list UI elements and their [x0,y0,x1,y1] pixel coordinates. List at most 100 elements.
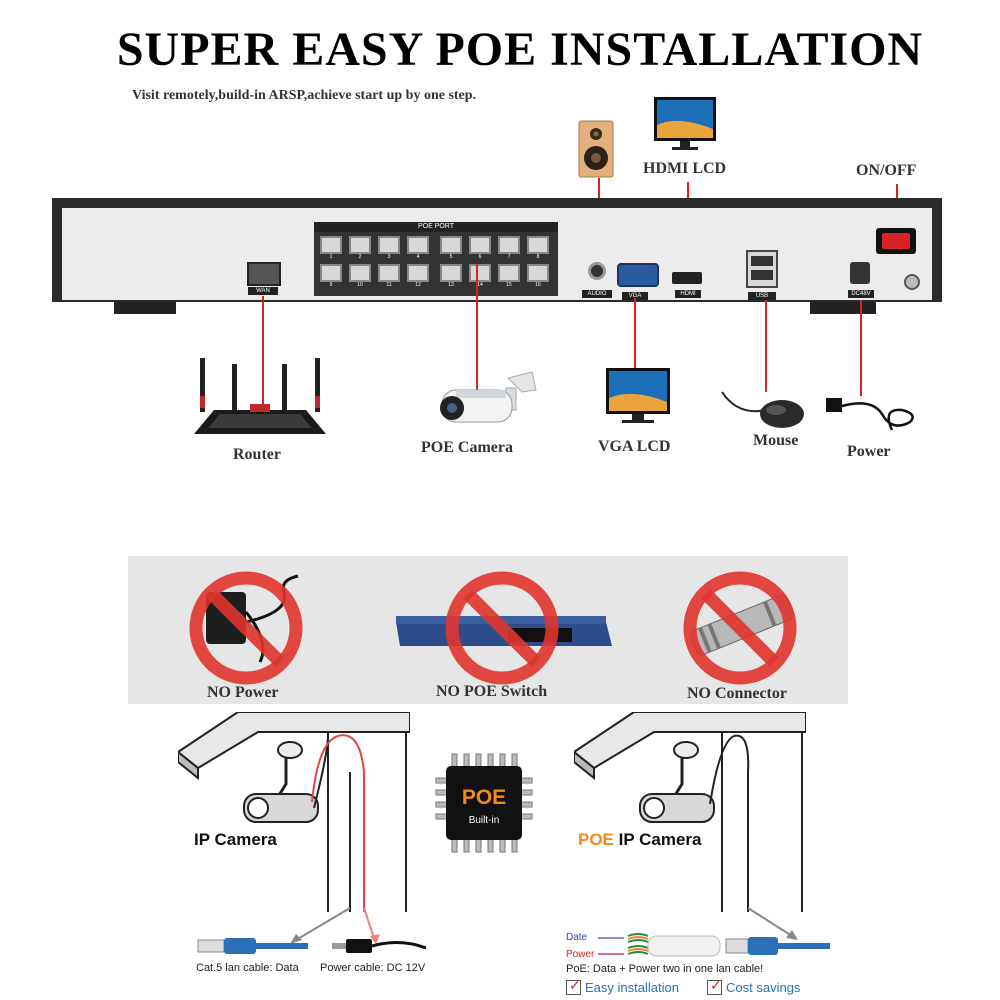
poe-port[interactable] [527,264,549,282]
hdmi-lcd-label: HDMI LCD [643,160,727,177]
poe-port-number: 15 [506,282,512,288]
left-arrows [290,907,380,944]
prohibited-icon [445,571,559,685]
chip-poe-text: POE [461,786,507,809]
mouse-icon [721,391,804,428]
power-wire-label: Power [566,949,595,960]
poe-port-number: 13 [448,282,454,288]
dc-power-cable-icon [332,939,426,953]
poe-port-number: 2 [358,254,362,260]
poe-prefix: POE [578,830,614,849]
prohibited-icon [683,571,797,685]
usb-port-label: USB [748,292,776,300]
poe-port-number: 1 [329,254,333,260]
poe-port-number: 12 [415,282,421,288]
poe-port[interactable] [440,264,462,282]
right-installation-diagram [574,712,806,912]
wan-connector-line [262,296,264,406]
wan-port-label: WAN [248,287,278,295]
power-switch[interactable] [876,228,916,254]
speaker-icon [578,120,614,178]
power-label: Power [847,443,891,460]
no-connector-label: NO Connector [687,685,787,702]
poe-port-number: 7 [507,254,511,260]
poe-port[interactable] [469,264,491,282]
router-label: Router [233,446,281,463]
benefit-1-text: Easy installation [585,980,679,995]
vga-port-label: VGA [622,292,648,300]
poe-port[interactable] [407,236,429,254]
on-off-label: ON/OFF [856,162,917,179]
poe-port[interactable] [378,264,400,282]
hdmi-port-label: HDMI [675,290,701,298]
poe-port-number: 9 [329,282,333,288]
usb-connector-line [765,300,767,392]
poe-port-number: 11 [386,282,392,288]
benefit-cost-savings: ✓ Cost savings [707,977,801,995]
ground-screw-icon [904,274,920,290]
mouse-label: Mouse [753,432,799,449]
poe-port-number: 6 [478,254,482,260]
left-installation-diagram [178,712,410,912]
poe-port-number: 8 [536,254,540,260]
power-cord-icon [826,398,914,431]
benefit-easy-installation: ✓ Easy installation [566,977,679,995]
prohibited-icon [189,571,303,685]
right-camera-text: IP Camera [618,830,702,849]
poe-port-number: 14 [477,282,483,288]
vga-monitor-icon [606,368,670,423]
poe-camera-label: POE Camera [421,439,513,456]
lan-cable-caption: Cat.5 lan cable: Data [196,962,299,974]
vga-lcd-label: VGA LCD [598,438,671,455]
no-poe-switch-label: NO POE Switch [436,683,548,700]
poe-port[interactable] [349,264,371,282]
vga-connector-line [634,298,636,370]
router-icon [194,358,326,434]
poe-caption: PoE: Data + Power two in one lan cable! [566,963,764,975]
poe-camera-icon [440,371,537,423]
poe-port[interactable] [498,236,520,254]
poe-port[interactable] [320,264,342,282]
poe-chip-icon [435,753,533,853]
usb-ports[interactable] [746,250,778,288]
poe-port[interactable] [349,236,371,254]
poe-connector-line [476,264,478,390]
poe-port[interactable] [440,236,462,254]
poe-port[interactable] [378,236,400,254]
poe-port[interactable] [407,264,429,282]
poe-port[interactable] [469,236,491,254]
page-subtitle: Visit remotely,build-in ARSP,achieve sta… [132,88,477,103]
lan-cable-icon [197,938,308,954]
checkbox-checked-icon: ✓ [707,977,722,995]
poe-port[interactable] [527,236,549,254]
power-cable-caption: Power cable: DC 12V [320,962,426,974]
poe-port[interactable] [498,264,520,282]
poe-port-number: 4 [416,254,420,260]
checkbox-checked-icon: ✓ [566,977,581,995]
poe-port[interactable] [320,236,342,254]
poe-port-number: 3 [387,254,391,260]
page-title: SUPER EASY POE INSTALLATION [116,23,924,76]
poe-port-number: 5 [449,254,453,260]
dc-power-jack[interactable] [850,262,870,284]
hdmi-port[interactable] [672,272,702,284]
left-camera-label: IP Camera [194,830,277,849]
dc-port-label: DC48V [848,290,874,298]
poe-port-number: 16 [535,282,541,288]
audio-jack[interactable] [588,262,606,280]
dc-connector-line [860,300,862,396]
poe-port-header: POE PORT [314,222,558,232]
wan-port[interactable] [247,262,281,286]
right-camera-label: POE IP Camera [578,830,702,850]
date-label: Date [566,932,588,943]
vga-port[interactable] [617,263,659,287]
poe-lan-cable-icon [598,933,830,957]
chip-built-in-text: Built-in [468,815,500,826]
audio-port-label: AUDIO [582,290,612,298]
benefit-2-text: Cost savings [726,980,801,995]
right-arrow [747,907,798,940]
hdmi-monitor-icon [654,97,716,150]
poe-port-number: 10 [357,282,363,288]
no-power-label: NO Power [207,684,279,701]
